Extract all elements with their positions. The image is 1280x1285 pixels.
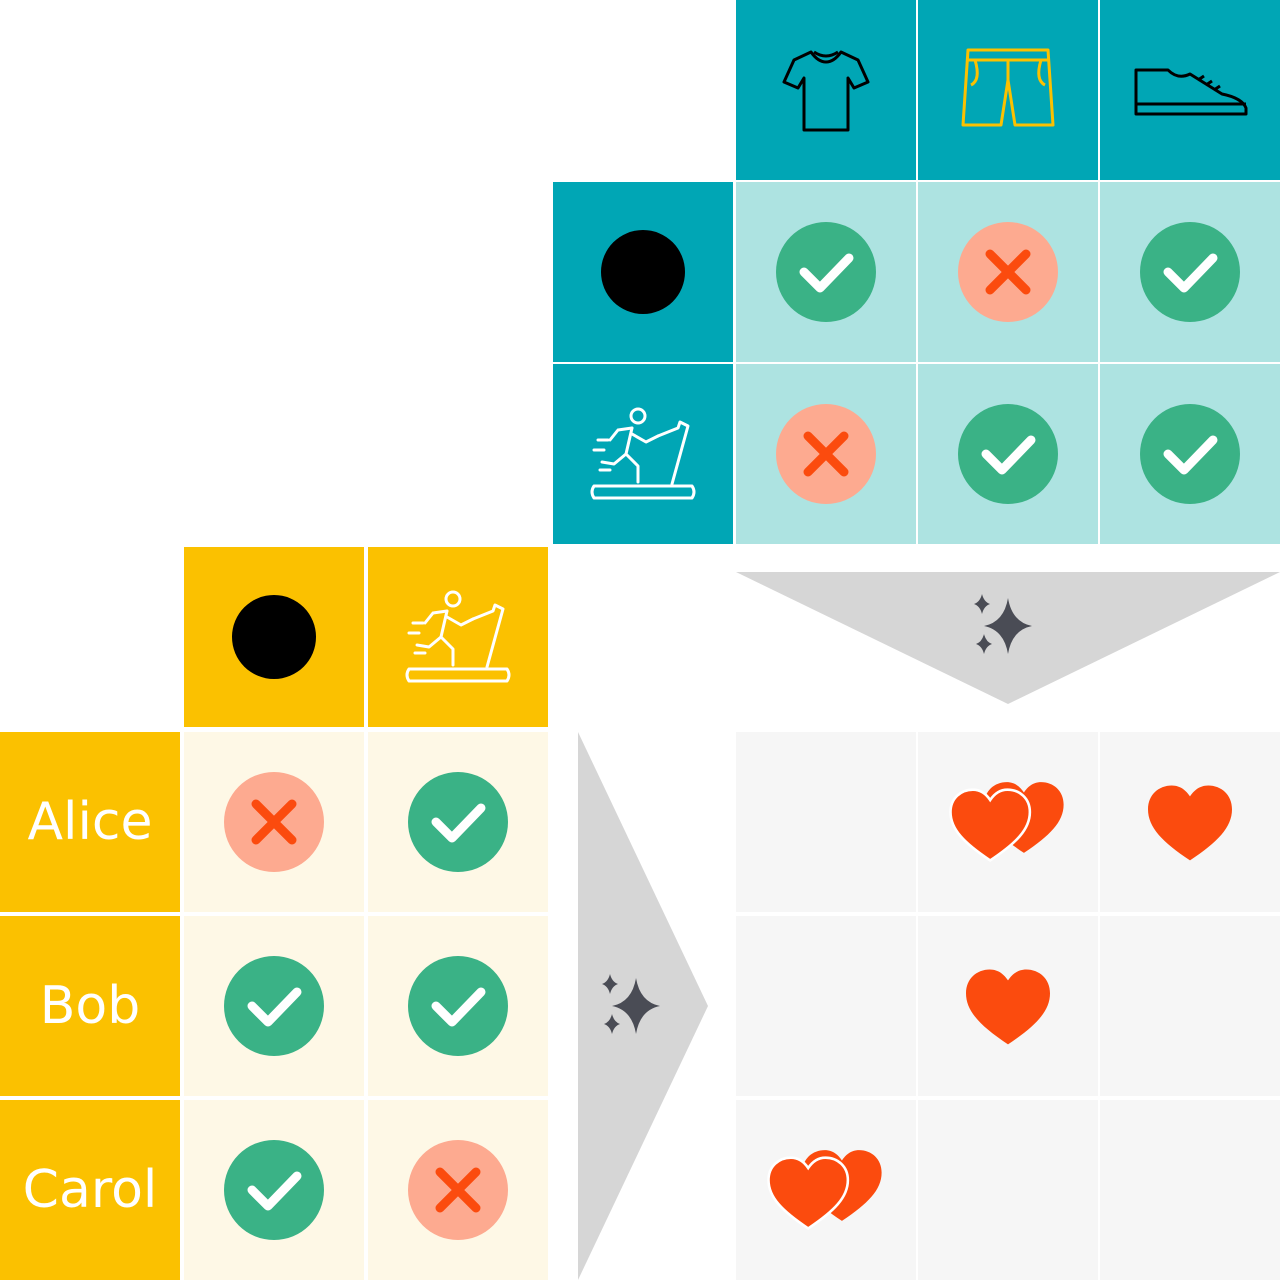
result-cell	[1100, 1100, 1280, 1280]
person-label-carol: Carol	[0, 1100, 180, 1280]
result-cell	[918, 1100, 1098, 1280]
sparkle-icon	[602, 974, 660, 1034]
sneaker-icon	[1130, 60, 1250, 120]
item-match-cell	[736, 182, 916, 362]
treadmill-runner-icon	[403, 587, 513, 687]
check-icon	[958, 404, 1058, 504]
result-cell	[918, 916, 1098, 1096]
person-feature-cell	[184, 916, 364, 1096]
cross-icon	[958, 222, 1058, 322]
treadmill-runner-icon	[588, 404, 698, 504]
person-feature-cell	[368, 732, 548, 912]
person-feature-cell	[368, 1100, 548, 1280]
person-feature-header-treadmill	[368, 547, 548, 727]
person-label-bob: Bob	[0, 916, 180, 1096]
item-match-cell	[918, 182, 1098, 362]
check-icon	[224, 956, 324, 1056]
result-cell	[1100, 732, 1280, 912]
person-label-alice: Alice	[0, 732, 180, 912]
heart-icon	[1142, 780, 1238, 864]
check-icon	[408, 956, 508, 1056]
feature-header-treadmill	[553, 364, 733, 544]
person-feature-cell	[368, 916, 548, 1096]
cross-icon	[408, 1140, 508, 1240]
item-header-sneaker	[1100, 0, 1280, 180]
shorts-icon	[953, 40, 1063, 140]
feature-header-black-circle	[553, 182, 733, 362]
tshirt-icon	[776, 40, 876, 140]
result-cell	[736, 916, 916, 1096]
result-cell	[736, 1100, 916, 1280]
item-header-tshirt	[736, 0, 916, 180]
person-name: Bob	[39, 976, 141, 1036]
double-heart-icon	[946, 777, 1070, 867]
double-heart-icon	[764, 1145, 888, 1235]
person-feature-cell	[184, 732, 364, 912]
result-cell	[918, 732, 1098, 912]
person-name: Alice	[27, 792, 153, 852]
person-feature-header-black-circle	[184, 547, 364, 727]
black-circle-icon	[232, 595, 316, 679]
item-match-cell	[918, 364, 1098, 544]
check-icon	[224, 1140, 324, 1240]
item-match-cell	[736, 364, 916, 544]
person-name: Carol	[22, 1160, 158, 1220]
check-icon	[776, 222, 876, 322]
sparkle-icon	[974, 594, 1032, 654]
black-circle-icon	[601, 230, 685, 314]
heart-icon	[960, 964, 1056, 1048]
item-match-cell	[1100, 182, 1280, 362]
item-match-cell	[1100, 364, 1280, 544]
result-cell	[736, 732, 916, 912]
cross-icon	[776, 404, 876, 504]
item-header-shorts	[918, 0, 1098, 180]
check-icon	[1140, 222, 1240, 322]
person-feature-cell	[184, 1100, 364, 1280]
down-arrow	[736, 572, 1280, 709]
check-icon	[1140, 404, 1240, 504]
right-arrow	[578, 732, 708, 1285]
result-cell	[1100, 916, 1280, 1096]
cross-icon	[224, 772, 324, 872]
check-icon	[408, 772, 508, 872]
